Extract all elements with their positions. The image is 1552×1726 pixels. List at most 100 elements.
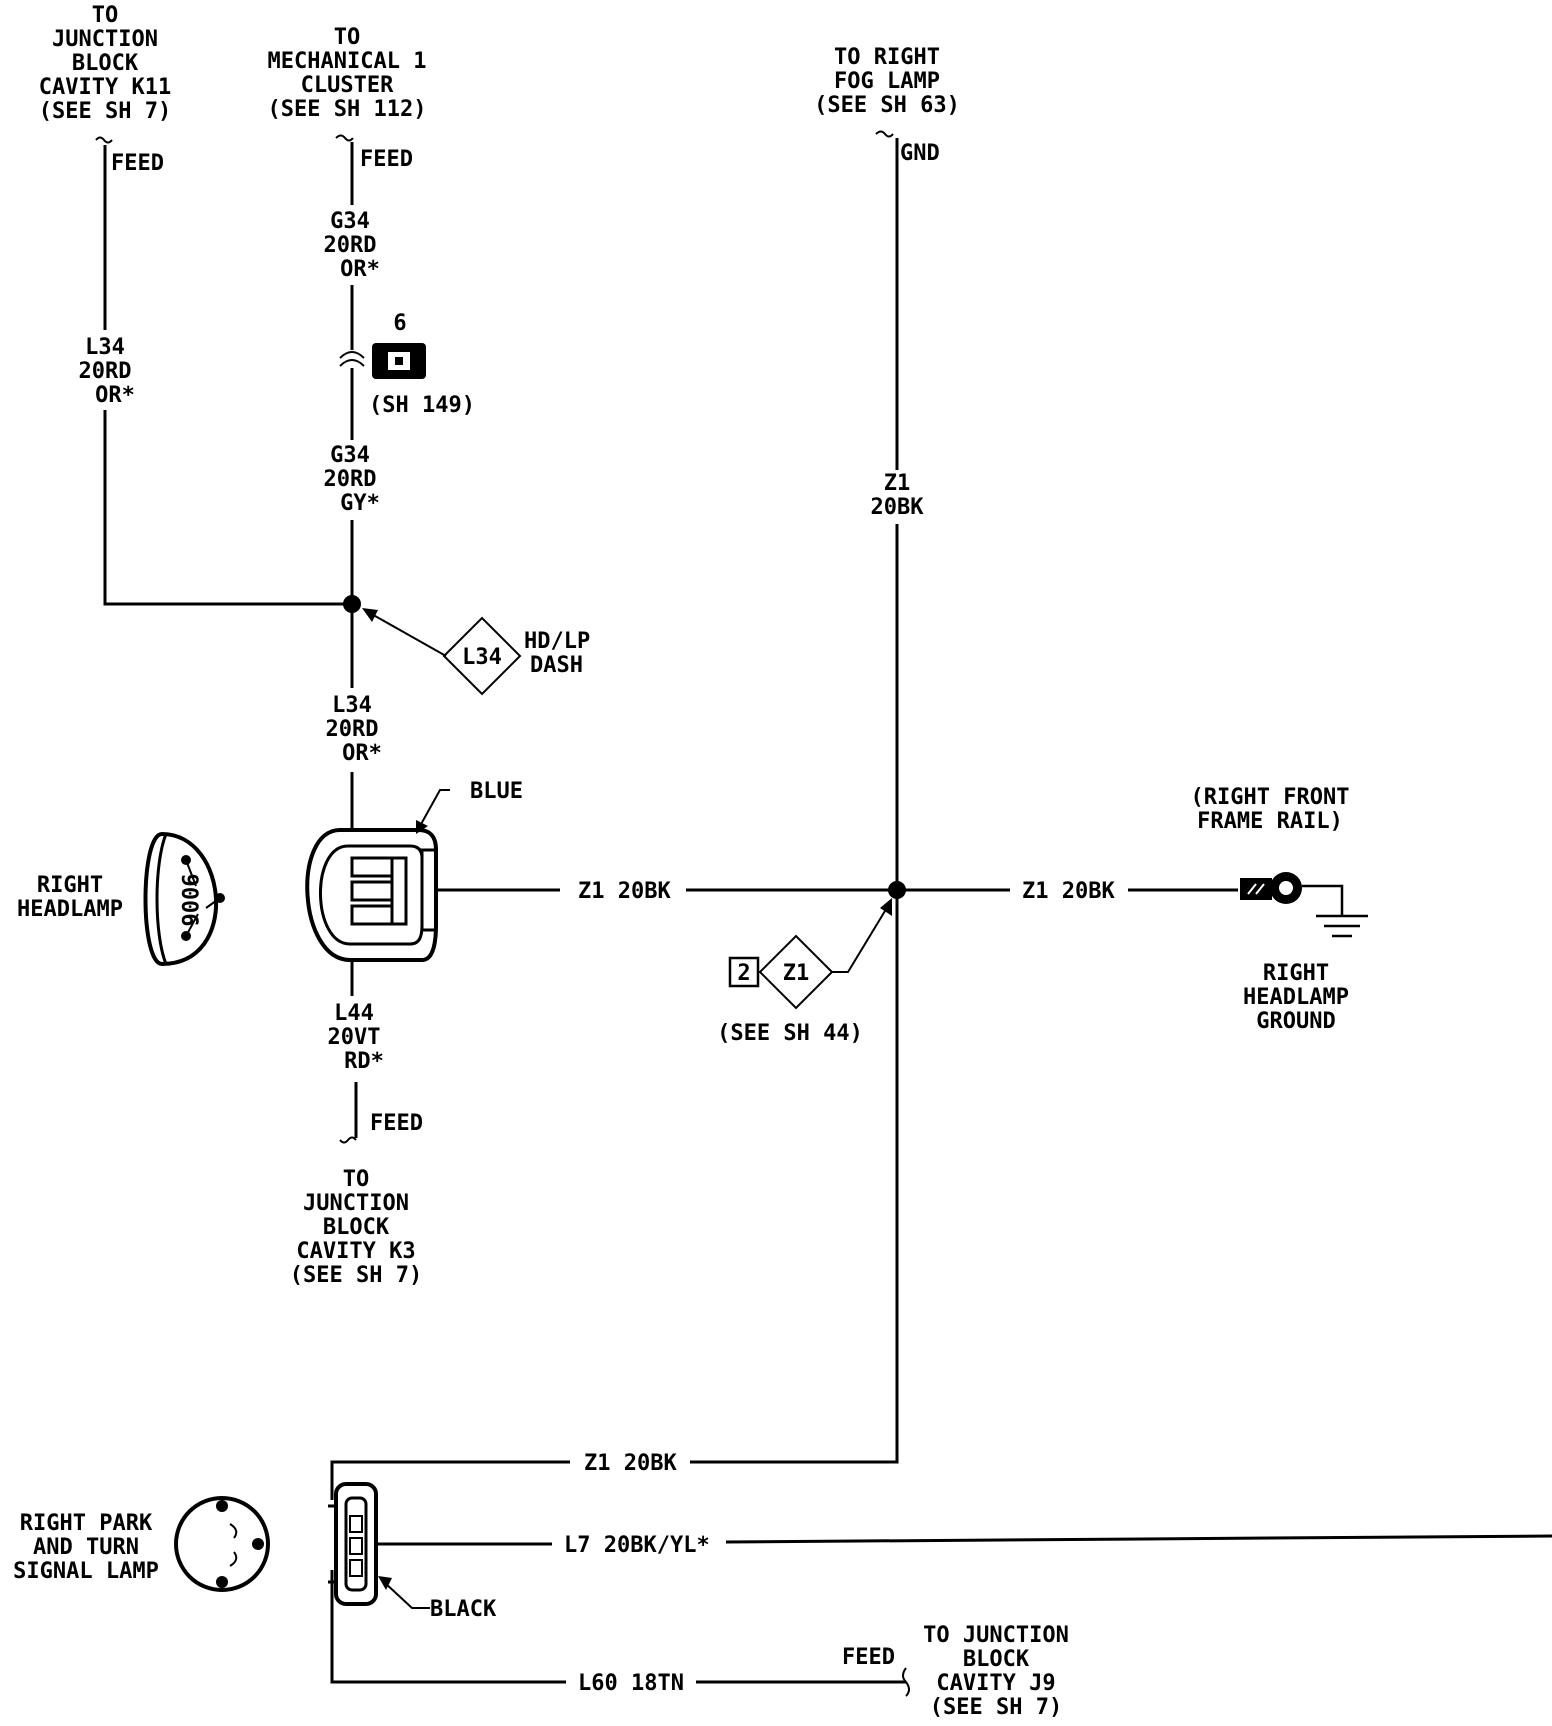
splice-code: L34 [462,645,502,670]
fog-lamp-line-2: FOG LAMP [834,69,940,94]
l34-left-wire [103,145,352,606]
jb-j9-line-3: CAVITY J9 [936,1671,1055,1696]
z1-vertical-label: Z1 20BK [871,471,925,520]
blue-pointer [419,789,450,827]
l60-label: L60 18TN [578,1671,684,1696]
ref-arrowhead [880,898,892,916]
z1-bottom-wire [330,1460,570,1500]
headlamp-ground-line-1: RIGHT [1263,961,1329,986]
l44-line-3: RD* [344,1049,384,1074]
splice-pointer [367,611,447,657]
feed-j9-break [902,1667,910,1697]
z1-mid-right-label: Z1 20BK [1022,879,1115,904]
jb-k11-line-5: (SEE SH 7) [39,99,171,124]
l44-label: L44 20VT RD* [328,1001,384,1074]
l34-bottom-label: L34 20RD OR* [326,693,382,766]
g34-bottom-label: G34 20RD GY* [324,443,380,516]
feed-k11-break [95,136,113,144]
jb-k3-line-5: (SEE SH 7) [290,1263,422,1288]
splice-label-line-1: HD/LP [524,629,590,654]
park-turn-line-3: SIGNAL LAMP [13,1559,159,1584]
mech-cluster-line-3: CLUSTER [301,73,394,98]
splice-arrowhead [362,608,378,622]
ref-pointer [832,905,889,973]
headlamp-ground-line-2: HEADLAMP [1243,985,1349,1010]
l34-top-line-2: 20RD [79,359,132,384]
park-turn-line-2: AND TURN [33,1535,139,1560]
z1-vertical-line-2: 20BK [871,495,925,520]
l7-wire-b [725,1534,1552,1544]
jb-k3-line-3: BLOCK [323,1215,390,1240]
jb-k11-line-4: CAVITY K11 [39,75,171,100]
g34-top-line-2: 20RD [324,233,377,258]
feed-cluster-label: FEED [360,147,413,172]
l34-top-label: L34 20RD OR* [79,335,135,408]
l34-bottom-line-2: 20RD [326,717,379,742]
park-lamp-connector [328,1482,378,1606]
g34-top-line-1: G34 [330,209,370,234]
g34-bottom-line-3: GY* [340,491,380,516]
jb-j9-label: TO JUNCTION BLOCK CAVITY J9 (SEE SH 7) [923,1623,1069,1720]
mech-cluster-label: TO MECHANICAL 1 CLUSTER (SEE SH 112) [268,25,427,122]
ground-symbol-icon [1302,884,1368,938]
right-headlamp-line-2: HEADLAMP [17,897,123,922]
blue-arrowhead [416,820,428,834]
l34-bottom-line-1: L34 [332,693,372,718]
mech-cluster-line-2: MECHANICAL 1 [268,49,427,74]
gnd-label: GND [900,141,940,166]
frame-rail-line-2: FRAME RAIL) [1197,809,1343,834]
jb-j9-line-2: BLOCK [963,1647,1030,1672]
right-headlamp-line-1: RIGHT [37,873,103,898]
jb-k3-line-1: TO [343,1167,370,1192]
z1-bottom-label: Z1 20BK [584,1451,677,1476]
fog-lamp-label: TO RIGHT FOG LAMP (SEE SH 63) [814,45,960,118]
ref-box [728,956,760,988]
jb-k11-line-3: BLOCK [72,51,139,76]
connector-number: 6 [393,311,406,336]
headlamp-ground-label: RIGHT HEADLAMP GROUND [1243,961,1349,1034]
l44-line-1: L44 [334,1001,374,1026]
connector-ref: (SH 149) [369,393,475,418]
gnd-break [875,130,894,138]
l34-top-line-1: L34 [85,335,125,360]
black-pointer [383,1581,430,1609]
park-turn-line-1: RIGHT PARK [20,1511,153,1536]
feed-k11-label: FEED [111,151,164,176]
l34-bottom-line-3: OR* [342,741,382,766]
frame-rail-label: (RIGHT FRONT FRAME RAIL) [1191,785,1350,834]
feed-k3-label: FEED [370,1111,423,1136]
jb-j9-line-1: TO JUNCTION [923,1623,1069,1648]
fog-lamp-line-1: TO RIGHT [834,45,940,70]
headlamp-bulb-code: 9006 [176,874,201,927]
see-sh44-label: (SEE SH 44) [717,1021,863,1046]
jb-k11-label: TO JUNCTION BLOCK CAVITY K11 (SEE SH 7) [39,3,171,124]
jb-k3-line-2: JUNCTION [303,1191,409,1216]
l7-label: L7 20BK/YL* [564,1533,710,1558]
ref-box-number: 2 [737,961,750,986]
jb-k11-line-1: TO [92,3,119,28]
jb-k3-line-4: CAVITY K3 [296,1239,415,1264]
right-headlamp-label: RIGHT HEADLAMP [17,873,123,922]
feed-cluster-break [335,134,354,142]
z1-vertical-lower [690,890,899,1464]
mech-cluster-line-1: TO [334,25,361,50]
connector-color-black: BLACK [430,1597,497,1622]
headlamp-ground-line-3: GROUND [1256,1009,1335,1034]
mech-cluster-line-4: (SEE SH 112) [268,97,427,122]
z1-mid-left-label: Z1 20BK [578,879,671,904]
feed-j9-label: FEED [842,1645,895,1670]
park-turn-lamp-label: RIGHT PARK AND TURN SIGNAL LAMP [13,1511,159,1584]
connector-6-pin [395,357,403,365]
splice-diamond [442,616,522,696]
jb-k11-line-2: JUNCTION [52,27,158,52]
ref-box-code: Z1 [783,961,810,986]
g34-top-label: G34 20RD OR* [324,209,380,282]
inline-connector-symbol [339,351,365,367]
z1-vertical-line-1: Z1 [884,471,911,496]
park-lamp-bulb-icon [174,1496,270,1592]
jb-k3-label: TO JUNCTION BLOCK CAVITY K3 (SEE SH 7) [290,1167,422,1288]
l44-line-2: 20VT [328,1025,381,1050]
splice-label-line-2: DASH [530,653,583,678]
jb-j9-line-4: (SEE SH 7) [930,1695,1062,1720]
